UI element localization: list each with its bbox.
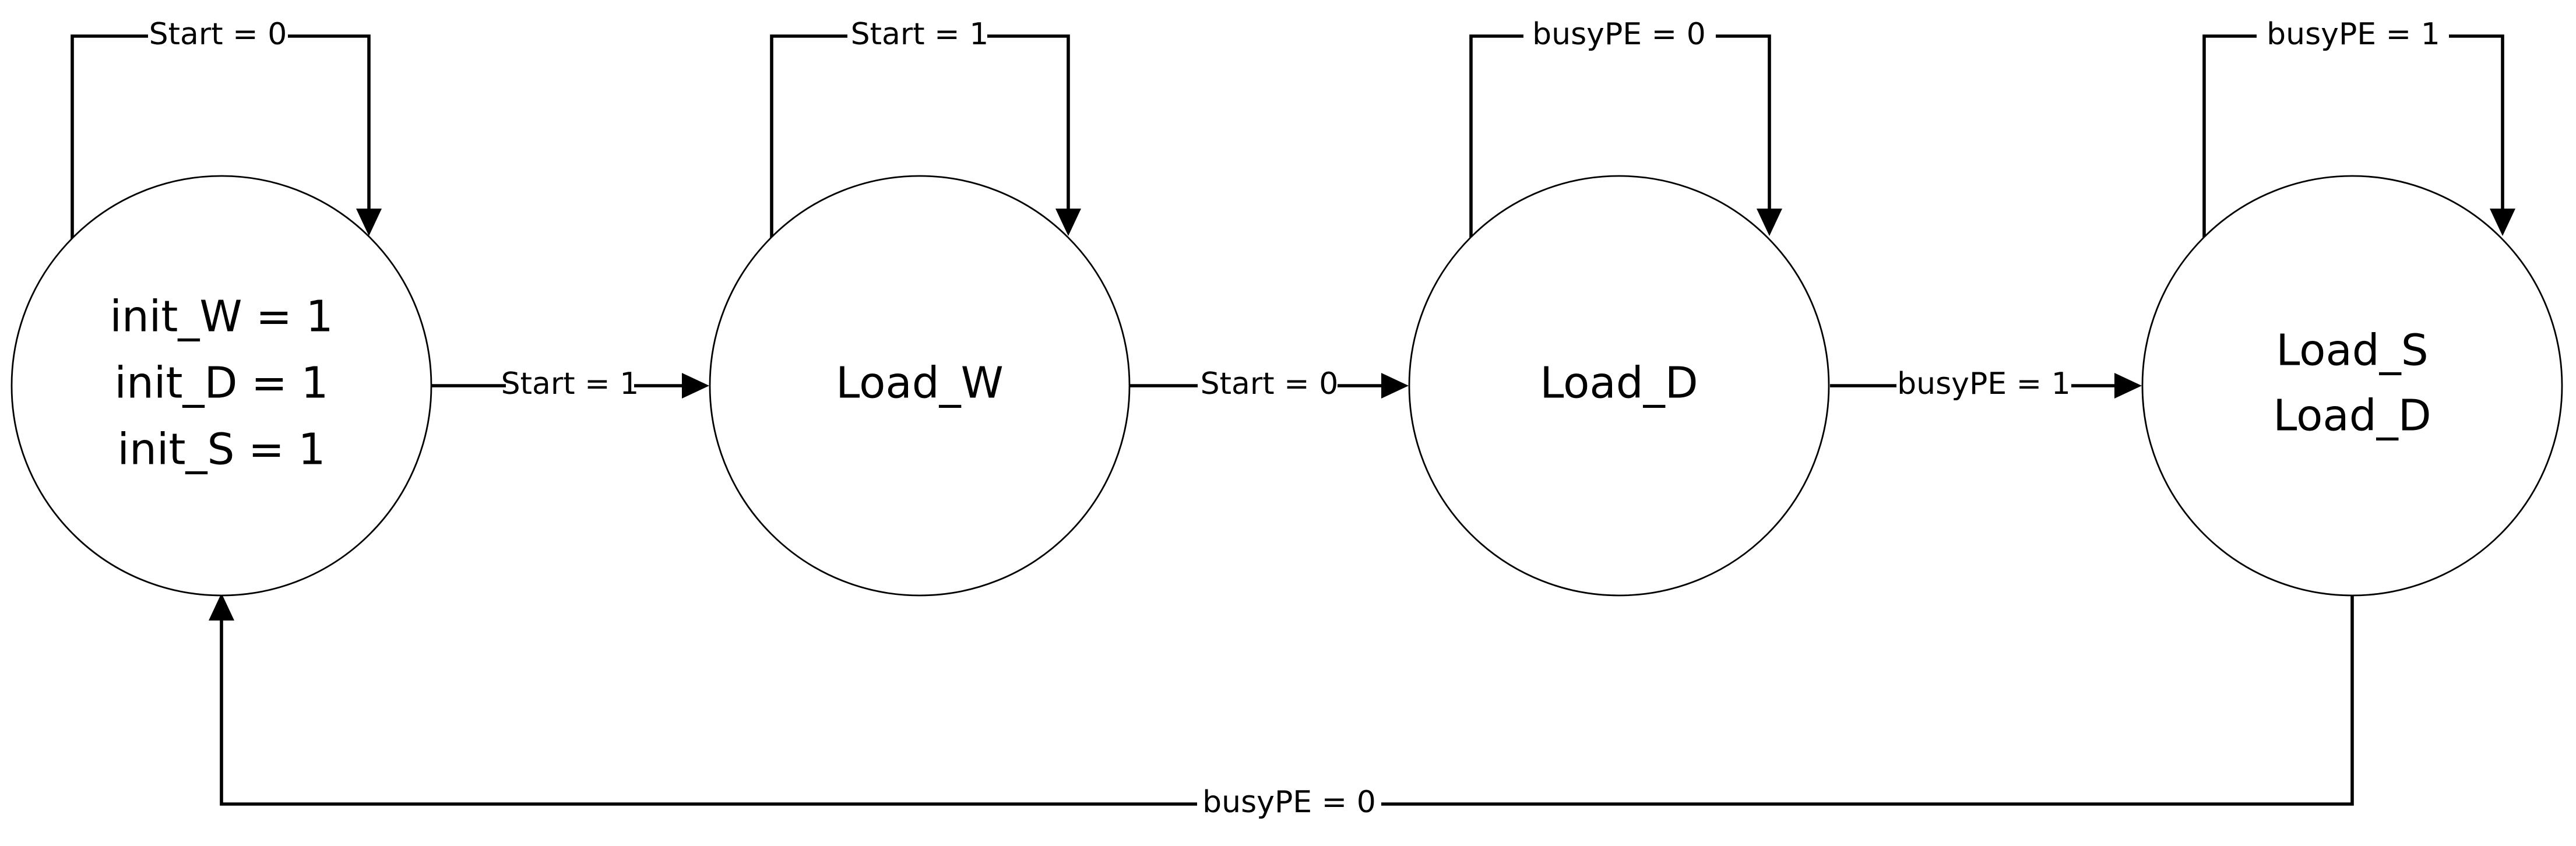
self-loop-3-arrowhead xyxy=(2490,209,2515,236)
state-init-circle xyxy=(10,175,432,597)
transition-1-2-label: Start = 0 xyxy=(1201,366,1339,401)
transition-2-3: busyPE = 1 xyxy=(1830,366,2142,404)
transition-3-0-arrowhead xyxy=(209,593,234,621)
state-load-w-label: Load_W xyxy=(836,358,1004,408)
self-loop-0-label: Start = 0 xyxy=(149,17,287,52)
state-init-line-2: init_D = 1 xyxy=(114,358,328,408)
state-init-line-3: init_S = 1 xyxy=(117,425,325,475)
self-loop-1-arrowhead xyxy=(1055,209,1081,236)
self-loop-3: busyPE = 1 xyxy=(2202,17,2515,239)
transition-3-0-label: busyPE = 0 xyxy=(1202,785,1376,820)
self-loop-3-label: busyPE = 1 xyxy=(2267,17,2440,52)
transition-1-2-arrowhead xyxy=(1381,373,1409,399)
state-load-d: Load_D xyxy=(1408,175,1830,597)
transition-3-0-line xyxy=(220,591,2354,806)
self-loop-2: busyPE = 0 xyxy=(1469,17,1782,239)
transition-2-3-arrowhead xyxy=(2114,373,2142,399)
transition-2-3-label: busyPE = 1 xyxy=(1897,366,2071,401)
transition-3-0: busyPE = 0 xyxy=(209,591,2354,823)
self-loop-1: Start = 1 xyxy=(770,17,1081,239)
self-loop-0-arrowhead xyxy=(356,209,382,236)
state-load-d-circle xyxy=(1408,175,1830,597)
transition-0-1-arrowhead xyxy=(682,373,709,399)
self-loop-0: Start = 0 xyxy=(71,17,382,239)
self-loop-2-arrowhead xyxy=(1757,209,1782,236)
state-load-s-d-line-2: Load_D xyxy=(2273,391,2431,441)
state-load-d-label: Load_D xyxy=(1540,358,1698,408)
state-init-line-1: init_W = 1 xyxy=(110,292,333,342)
state-load-w-circle xyxy=(709,175,1131,597)
transition-0-1: Start = 1 xyxy=(430,366,709,403)
state-init: init_W = 1 init_D = 1 init_S = 1 xyxy=(10,175,432,597)
state-load-w: Load_W xyxy=(709,175,1131,597)
self-loop-1-label: Start = 1 xyxy=(851,17,989,52)
state-load-s-d-circle xyxy=(2141,175,2563,597)
state-load-s-d-line-1: Load_S xyxy=(2276,326,2429,376)
transition-1-2: Start = 0 xyxy=(1129,366,1409,404)
state-load-s-d: Load_S Load_D xyxy=(2141,175,2563,597)
self-loop-2-label: busyPE = 0 xyxy=(1532,17,1706,52)
transition-0-1-label: Start = 1 xyxy=(501,366,639,401)
